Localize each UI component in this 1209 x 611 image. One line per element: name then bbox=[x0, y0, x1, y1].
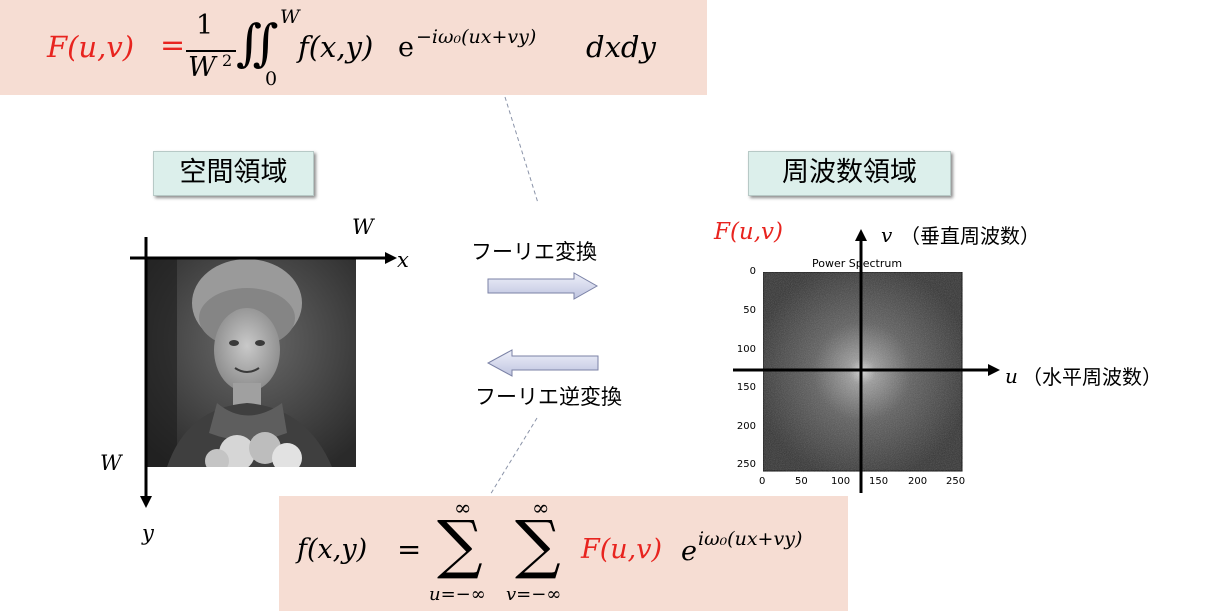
inverse-transform-formula: f(x,y) = ∞ ∑ u=−∞ ∞ ∑ v=−∞ F(u,v) e iω₀(… bbox=[279, 496, 848, 611]
spatial-axis-x-label: x bbox=[397, 248, 409, 272]
bottom-connector-line bbox=[489, 417, 538, 496]
formula-top-exp-base: e bbox=[398, 32, 414, 63]
formula-top-integrand: f(x,y) bbox=[298, 30, 374, 64]
spectrum-x-tick: 0 bbox=[759, 476, 766, 487]
spectrum-y-tick: 250 bbox=[736, 459, 756, 470]
formula-top-upper-limit: W bbox=[280, 6, 300, 28]
frequency-axes bbox=[733, 229, 1000, 493]
inverse-transform-label: フーリエ逆変換 bbox=[475, 385, 622, 409]
forward-transform-label: フーリエ変換 bbox=[471, 240, 597, 264]
frequency-function-label: F(u,v) bbox=[714, 219, 784, 245]
spectrum-y-axis-ticks: 0 50 100 150 200 250 bbox=[728, 266, 758, 476]
spectrum-x-tick: 150 bbox=[869, 476, 889, 487]
formula-top-frac-bar bbox=[186, 50, 236, 52]
spectrum-y-tick: 0 bbox=[749, 266, 756, 277]
formula-top-differential: dxdy bbox=[586, 30, 656, 64]
spatial-image bbox=[147, 258, 356, 467]
formula-bottom-term: F(u,v) bbox=[581, 534, 663, 565]
frequency-domain-label: 周波数領域 bbox=[748, 151, 951, 196]
frequency-axis-v-note: （垂直周波数） bbox=[900, 224, 1040, 248]
formula-top-frac-den-exp: 2 bbox=[222, 51, 233, 70]
formula-bottom-sum1-bottom: u=−∞ bbox=[429, 584, 486, 605]
forward-transform-formula: F(u,v) = 1 W 2 ∬ W 0 f(x,y) e −iω₀(ux+vy… bbox=[0, 0, 707, 95]
spectrum-plot-title: Power Spectrum bbox=[812, 257, 903, 270]
formula-bottom-sum2-top: ∞ bbox=[532, 496, 550, 520]
formula-bottom-equals: = bbox=[397, 532, 422, 566]
formula-top-frac-den: W bbox=[188, 52, 216, 83]
formula-top-exponent: −iω₀(ux+vy) bbox=[416, 26, 537, 48]
spatial-width-label: W bbox=[352, 215, 374, 239]
formula-bottom-sum1-top: ∞ bbox=[454, 496, 472, 520]
formula-top-integral-sign: ∬ bbox=[236, 14, 279, 72]
spectrum-y-tick: 150 bbox=[736, 382, 756, 393]
frequency-axis-v-label: v bbox=[881, 223, 893, 247]
forward-arrow bbox=[487, 272, 599, 300]
formula-bottom-exp-base: e bbox=[681, 536, 697, 567]
formula-top-frac-num: 1 bbox=[196, 10, 214, 41]
formula-top-equals: = bbox=[160, 28, 186, 63]
formula-bottom-lhs: f(x,y) bbox=[297, 534, 368, 565]
formula-bottom-sigma-2: ∑ bbox=[515, 508, 561, 582]
spectrum-x-axis-ticks: 0 50 100 150 200 250 bbox=[755, 476, 970, 490]
spectrum-x-tick: 200 bbox=[908, 476, 928, 487]
spectrum-y-tick: 200 bbox=[736, 421, 756, 432]
spectrum-x-tick: 250 bbox=[946, 476, 966, 487]
formula-bottom-exponent: iω₀(ux+vy) bbox=[698, 528, 803, 550]
spectrum-y-tick: 50 bbox=[743, 305, 756, 316]
spatial-axis-y-label: y bbox=[142, 521, 154, 545]
formula-bottom-sigma-1: ∑ bbox=[437, 508, 483, 582]
spectrum-x-tick: 50 bbox=[795, 476, 808, 487]
formula-top-lower-limit: 0 bbox=[265, 68, 278, 90]
spatial-height-label: W bbox=[100, 451, 122, 475]
spatial-domain-label: 空間領域 bbox=[153, 151, 314, 196]
frequency-axis-u-label: u bbox=[1005, 364, 1018, 388]
frequency-axis-u-note: （水平周波数） bbox=[1022, 365, 1162, 389]
formula-bottom-sum2-bottom: v=−∞ bbox=[506, 584, 562, 605]
top-connector-line bbox=[504, 96, 539, 204]
inverse-arrow bbox=[486, 349, 599, 377]
spectrum-x-tick: 100 bbox=[831, 476, 851, 487]
spatial-axes bbox=[130, 237, 397, 508]
formula-top-lhs: F(u,v) bbox=[47, 30, 135, 64]
spectrum-y-tick: 100 bbox=[736, 344, 756, 355]
